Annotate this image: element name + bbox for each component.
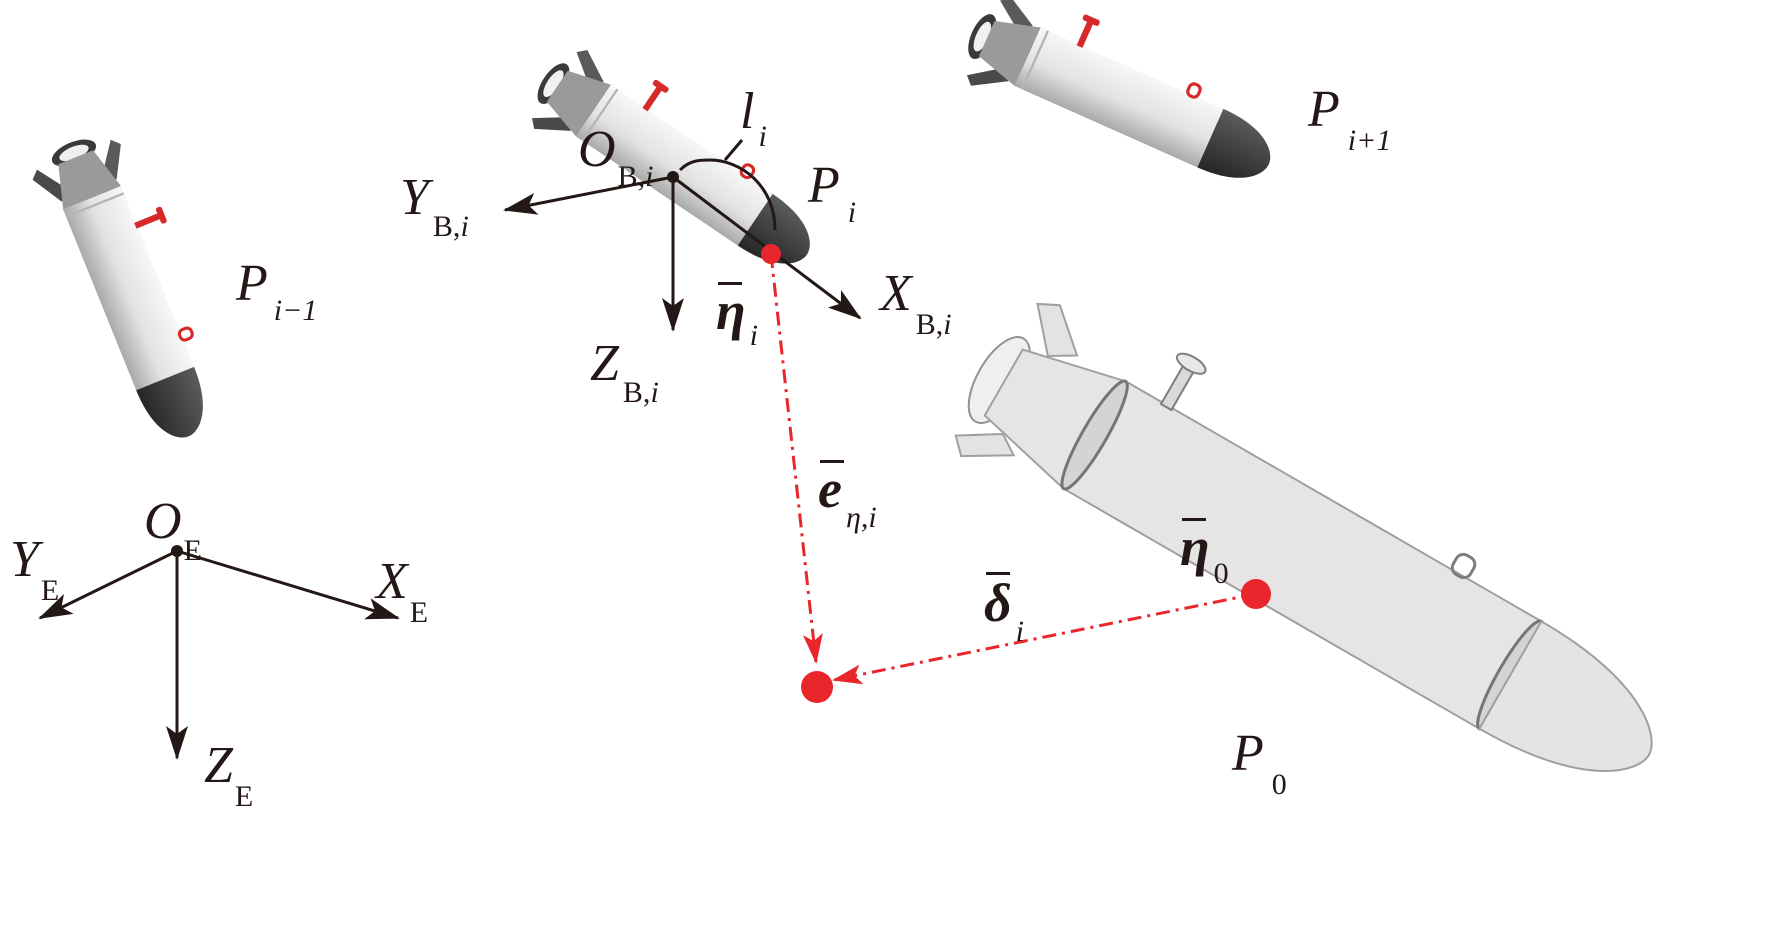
label-z-b: ZB,i: [590, 335, 659, 409]
label-x-e: XE: [376, 553, 429, 629]
label-p-0: P0: [1232, 725, 1287, 801]
label-y-b: YB,i: [400, 169, 469, 243]
delta-vector: [832, 592, 1256, 685]
eta-0-point: [1241, 579, 1271, 609]
vehicle-p-next: [950, 0, 1296, 212]
length-leader: [723, 139, 744, 161]
label-p-next: Pi+1: [1308, 81, 1392, 157]
vehicle-p-0-ghost: [954, 302, 1653, 772]
length-bracket: [678, 158, 777, 231]
earth-frame-axes: [38, 545, 400, 760]
error-vectors: [761, 244, 1271, 703]
label-y-e: YE: [10, 531, 60, 607]
label-o-b: OB,i: [578, 121, 654, 193]
vehicle-p-prev: [23, 118, 247, 457]
eta-i-point: [761, 244, 781, 264]
e-eta-vector: [769, 253, 823, 664]
label-o-e: OE: [144, 493, 202, 567]
label-x-b: XB,i: [880, 265, 952, 341]
vehicle-p-i: [515, 25, 843, 297]
label-z-e: ZE: [204, 737, 254, 813]
target-point: [801, 671, 833, 703]
